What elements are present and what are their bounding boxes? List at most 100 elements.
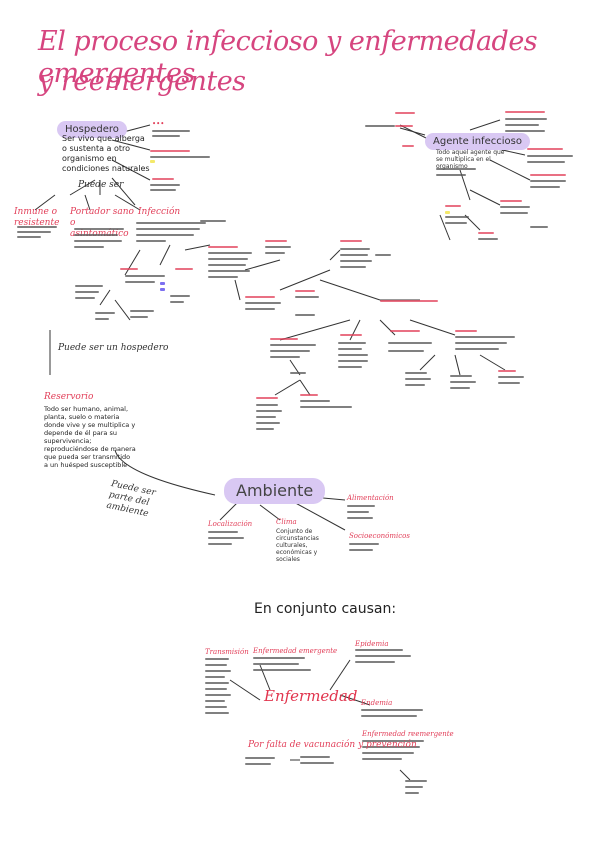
branch-inmune: Inmune o resistente xyxy=(14,207,60,228)
scribble xyxy=(130,316,148,318)
scribble xyxy=(340,248,370,250)
scribble xyxy=(388,350,424,352)
scribble xyxy=(455,348,499,350)
scribble xyxy=(349,549,373,551)
scribble xyxy=(75,297,95,299)
ambiente-description: Conjunto de circunstancias culturales, e… xyxy=(276,528,319,563)
scribble xyxy=(361,715,417,717)
marker-dot xyxy=(160,282,165,285)
scribble xyxy=(95,318,109,320)
scribble xyxy=(208,258,248,260)
scribble xyxy=(136,228,200,230)
scribble-red xyxy=(340,240,362,242)
scribble xyxy=(375,254,391,256)
causes-item-4: Enfermedad reemergente xyxy=(362,730,454,738)
scribble xyxy=(256,404,278,406)
scribble xyxy=(300,400,330,402)
scribble xyxy=(445,216,469,218)
scribble xyxy=(208,264,246,266)
scribble xyxy=(205,712,229,714)
page-title-line1: El proceso infeccioso y enfermedades eme… xyxy=(38,26,538,89)
scribble xyxy=(265,252,285,254)
marker-dot xyxy=(150,160,155,163)
scribble xyxy=(74,246,104,248)
scribble xyxy=(355,655,411,657)
scribble xyxy=(498,376,524,378)
scribble-red xyxy=(402,145,414,147)
scribble xyxy=(205,676,225,678)
scribble-red xyxy=(530,174,566,176)
scribble-red xyxy=(500,200,522,202)
scribble xyxy=(205,706,227,708)
scribble-red xyxy=(445,205,461,207)
scribble xyxy=(405,372,427,374)
marker-dot xyxy=(160,288,165,291)
causes-center: Enfermedad xyxy=(264,687,358,705)
scribble xyxy=(450,387,470,389)
ambiente-item-3: Socioeconómicos xyxy=(349,532,410,540)
scribble-red xyxy=(175,268,193,270)
scribble xyxy=(17,226,57,228)
scribble-red xyxy=(390,330,420,332)
scribble-red xyxy=(208,246,238,248)
note-label-1: ••• xyxy=(152,120,165,128)
scribble xyxy=(362,758,402,760)
puede-ser-parte-ambiente-label: Puede ser parte del ambiente xyxy=(105,479,157,520)
scribble-red xyxy=(395,112,415,114)
causes-condition: Por falta de vacunación y prevención xyxy=(248,740,417,750)
scribble xyxy=(74,240,122,242)
scribble-red xyxy=(120,268,138,270)
scribble xyxy=(450,375,472,377)
causes-item-2: Transmisión xyxy=(205,648,249,656)
scribble xyxy=(205,664,227,666)
scribble-red xyxy=(270,338,298,340)
scribble xyxy=(150,184,180,186)
scribble xyxy=(245,302,281,304)
reservorio-label: Reservorio xyxy=(44,392,94,402)
scribble xyxy=(253,669,311,671)
scribble xyxy=(95,312,115,314)
scribble xyxy=(505,118,547,120)
ambiente-item-2: Alimentación xyxy=(347,494,394,502)
scribble-red xyxy=(150,150,190,152)
scribble xyxy=(74,234,118,236)
scribble xyxy=(505,130,545,132)
scribble-red xyxy=(256,397,278,399)
scribble xyxy=(270,356,300,358)
branch-infeccion: Infección xyxy=(138,207,181,217)
scribble xyxy=(347,517,373,519)
scribble xyxy=(405,384,425,386)
scribble xyxy=(200,220,226,222)
scribble xyxy=(205,682,229,684)
scribble xyxy=(340,260,372,262)
scribble xyxy=(355,661,395,663)
scribble xyxy=(208,270,250,272)
scribble xyxy=(355,649,403,651)
scribble xyxy=(295,314,315,316)
scribble xyxy=(245,757,275,759)
scribble xyxy=(361,709,423,711)
scribble xyxy=(338,354,368,356)
scribble xyxy=(405,786,423,788)
scribble xyxy=(338,366,362,368)
scribble-red xyxy=(245,296,275,298)
scribble xyxy=(270,344,316,346)
scribble xyxy=(338,342,366,344)
scribble xyxy=(340,266,366,268)
scribble-red xyxy=(455,330,477,332)
agente-description: Todo aquel agente que se multiplica en e… xyxy=(436,149,505,170)
scribble xyxy=(125,281,155,283)
scribble xyxy=(450,381,476,383)
scribble-red xyxy=(295,290,315,292)
scribble xyxy=(295,296,319,298)
scribble xyxy=(338,360,368,362)
scribble xyxy=(347,511,369,513)
scribble xyxy=(75,285,103,287)
scribble xyxy=(205,694,231,696)
scribble xyxy=(455,342,507,344)
scribble xyxy=(347,505,375,507)
causes-item-1: Epidemia xyxy=(355,640,389,648)
scribble xyxy=(208,276,238,278)
scribble xyxy=(130,310,154,312)
scribble xyxy=(256,416,276,418)
